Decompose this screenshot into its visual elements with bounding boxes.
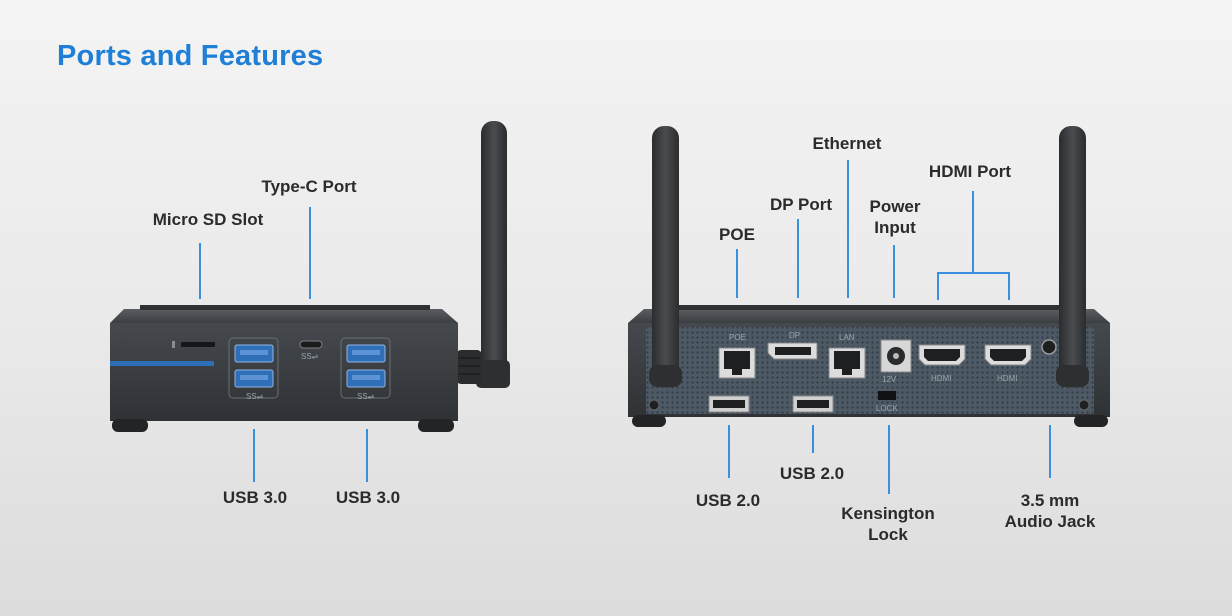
callout-line-usb30-left [253,429,255,482]
callout-line-kensington [888,425,890,494]
ss-mark-right: SS⇌ [357,392,375,401]
kensington-lock-slot [878,391,896,400]
hdmi-mark-1: HDMI [931,374,951,383]
type-c-port [299,340,323,349]
usb20-left-port [708,395,750,413]
front-foot-right [418,419,454,432]
callout-line-ethernet [847,160,849,298]
usb20-right-port [792,395,834,413]
label-ethernet: Ethernet [812,134,882,153]
callout-line-micro-sd [199,243,201,299]
audio-jack [1041,339,1057,355]
callout-line-type-c [309,207,311,299]
hdmi-port-2 [984,344,1032,366]
label-micro-sd-slot: Micro SD Slot [152,210,264,229]
label-usb30-right: USB 3.0 [335,488,401,507]
back-antenna-right [1056,126,1089,388]
front-chassis [110,323,458,421]
power-mark: 12V [882,375,897,384]
label-kensington-lock: Kensington Lock [841,504,935,544]
hdmi-mark-2: HDMI [997,374,1017,383]
label-usb20-right: USB 2.0 [779,464,845,483]
label-usb20-left: USB 2.0 [695,491,761,510]
callout-line-hdmi-stem [972,191,974,273]
front-foot-left [112,419,148,432]
label-audio-jack: 3.5 mm Audio Jack [1004,491,1096,531]
poe-mark: POE [729,333,746,342]
callout-line-audio [1049,425,1051,478]
lan-port [828,347,866,379]
label-hdmi-port: HDMI Port [928,162,1012,181]
dp-port [767,342,818,360]
callout-line-hdmi-right [1008,272,1010,300]
power-input [880,339,912,373]
page-title: Ports and Features [57,40,324,72]
usb30-left-pair [228,337,279,399]
callout-line-usb20-right [812,425,814,453]
lan-mark: LAN [839,333,855,342]
callout-line-dp [797,219,799,298]
usb30-right-pair [340,337,391,399]
status-stripe [110,361,214,366]
callout-line-hdmi-left [937,272,939,300]
callout-line-usb20-left [728,425,730,478]
front-device [110,121,510,432]
dp-mark: DP [789,331,800,340]
callout-line-power [893,245,895,298]
callout-line-usb30-right [366,429,368,482]
back-antenna-left [649,126,682,388]
lock-mark: LOCK [876,404,898,413]
label-dp-port: DP Port [769,195,833,214]
poe-port [718,347,756,379]
hdmi-port-1 [918,344,966,366]
ss-mark-left: SS⇌ [246,392,264,401]
back-foot-right [1074,415,1108,427]
callout-line-poe [736,249,738,298]
front-antenna [456,121,510,388]
back-foot-left [632,415,666,427]
ss-mark-typec: SS⇌ [301,352,319,361]
label-usb30-left: USB 3.0 [222,488,288,507]
label-power-input: Power Input [869,197,921,237]
label-poe: POE [719,225,755,244]
back-device [628,126,1110,427]
micro-sd-slot [181,342,215,347]
callout-line-hdmi-bar [937,272,1010,274]
label-type-c-port: Type-C Port [261,177,357,196]
